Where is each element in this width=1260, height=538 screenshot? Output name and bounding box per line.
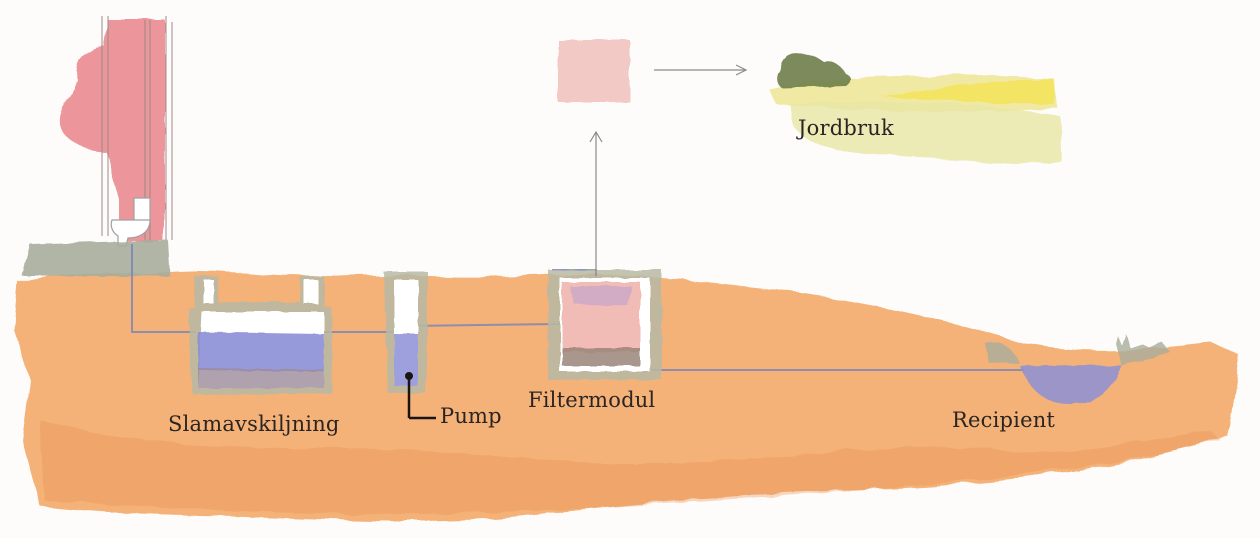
sludge-separator-label: Slamavskiljning (168, 412, 340, 436)
pump-label: Pump (440, 404, 502, 428)
filter-module-tank (548, 270, 662, 380)
soil-shading (40, 420, 1220, 515)
house-foundation (22, 240, 170, 276)
arrow-right (654, 64, 748, 76)
filter-module-label: Filtermodul (528, 388, 656, 412)
tree-cluster (777, 53, 851, 88)
sludge-separator-tank (188, 276, 332, 394)
used-filter-element (558, 40, 630, 102)
recipient-label: Recipient (952, 408, 1056, 432)
recipient-pond (986, 334, 1170, 404)
pump-leader (405, 372, 436, 420)
house (59, 20, 166, 242)
agriculture-label: Jordbruk (798, 116, 894, 140)
toilet (110, 197, 151, 247)
arrow-up (589, 130, 603, 276)
pump-well (384, 272, 428, 394)
